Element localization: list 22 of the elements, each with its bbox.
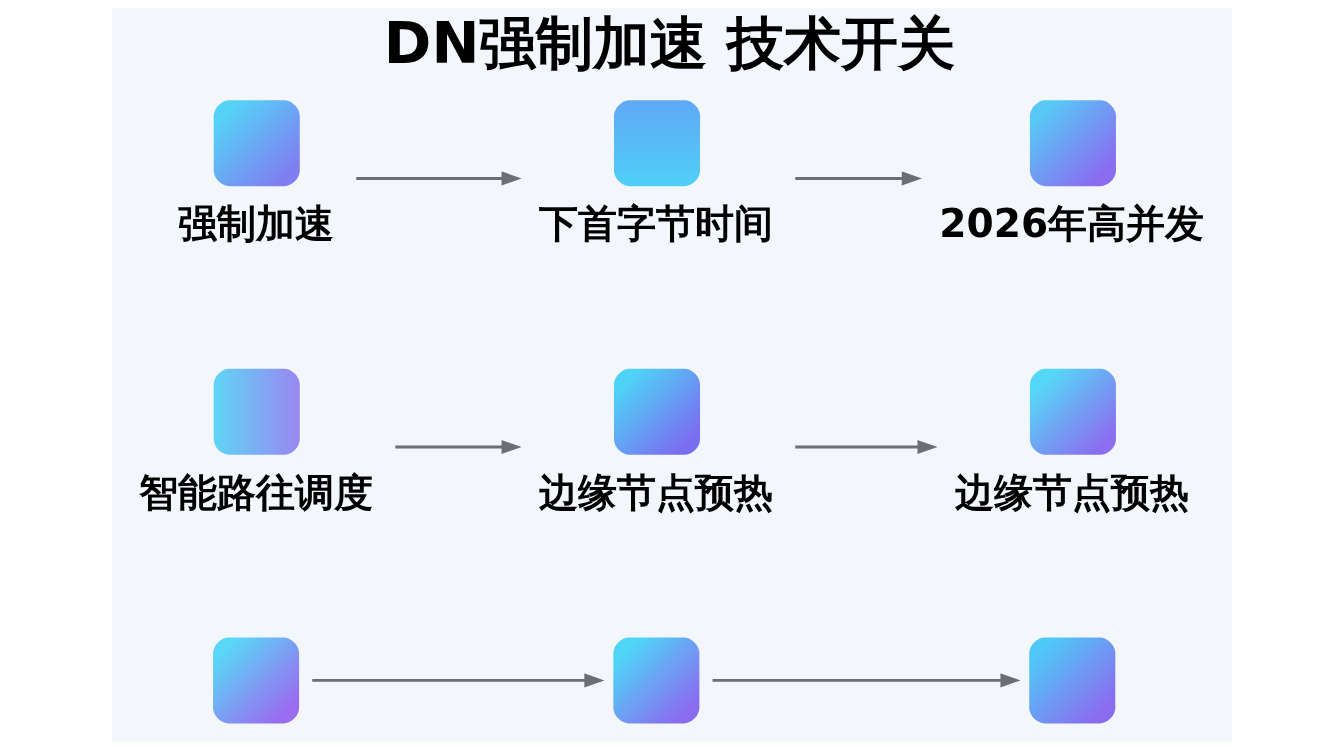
node-box	[1029, 368, 1116, 455]
arrow	[395, 440, 522, 455]
node-box	[614, 368, 701, 455]
node-picture	[613, 637, 700, 724]
node-label: 2026年高并发	[939, 201, 1205, 247]
arrow	[356, 171, 522, 186]
arrow	[795, 171, 922, 186]
node-box	[614, 100, 701, 187]
arrow	[712, 673, 1021, 688]
node-box	[213, 100, 300, 187]
node-label: 边缘节点预热	[539, 469, 774, 515]
node-picture	[1029, 637, 1116, 724]
node-picture	[213, 637, 300, 724]
node-label: 边缘节点预热	[954, 469, 1189, 515]
node-label: 强制加速	[177, 201, 334, 247]
arrow	[312, 673, 605, 688]
node-box	[1029, 100, 1116, 187]
node-label: 智能路往调度	[138, 469, 373, 515]
diagram-title: DN强制加速 技术开关	[383, 10, 956, 78]
node-label: 下首字节时间	[539, 201, 774, 247]
node-box	[213, 368, 300, 455]
arrow	[795, 440, 938, 455]
